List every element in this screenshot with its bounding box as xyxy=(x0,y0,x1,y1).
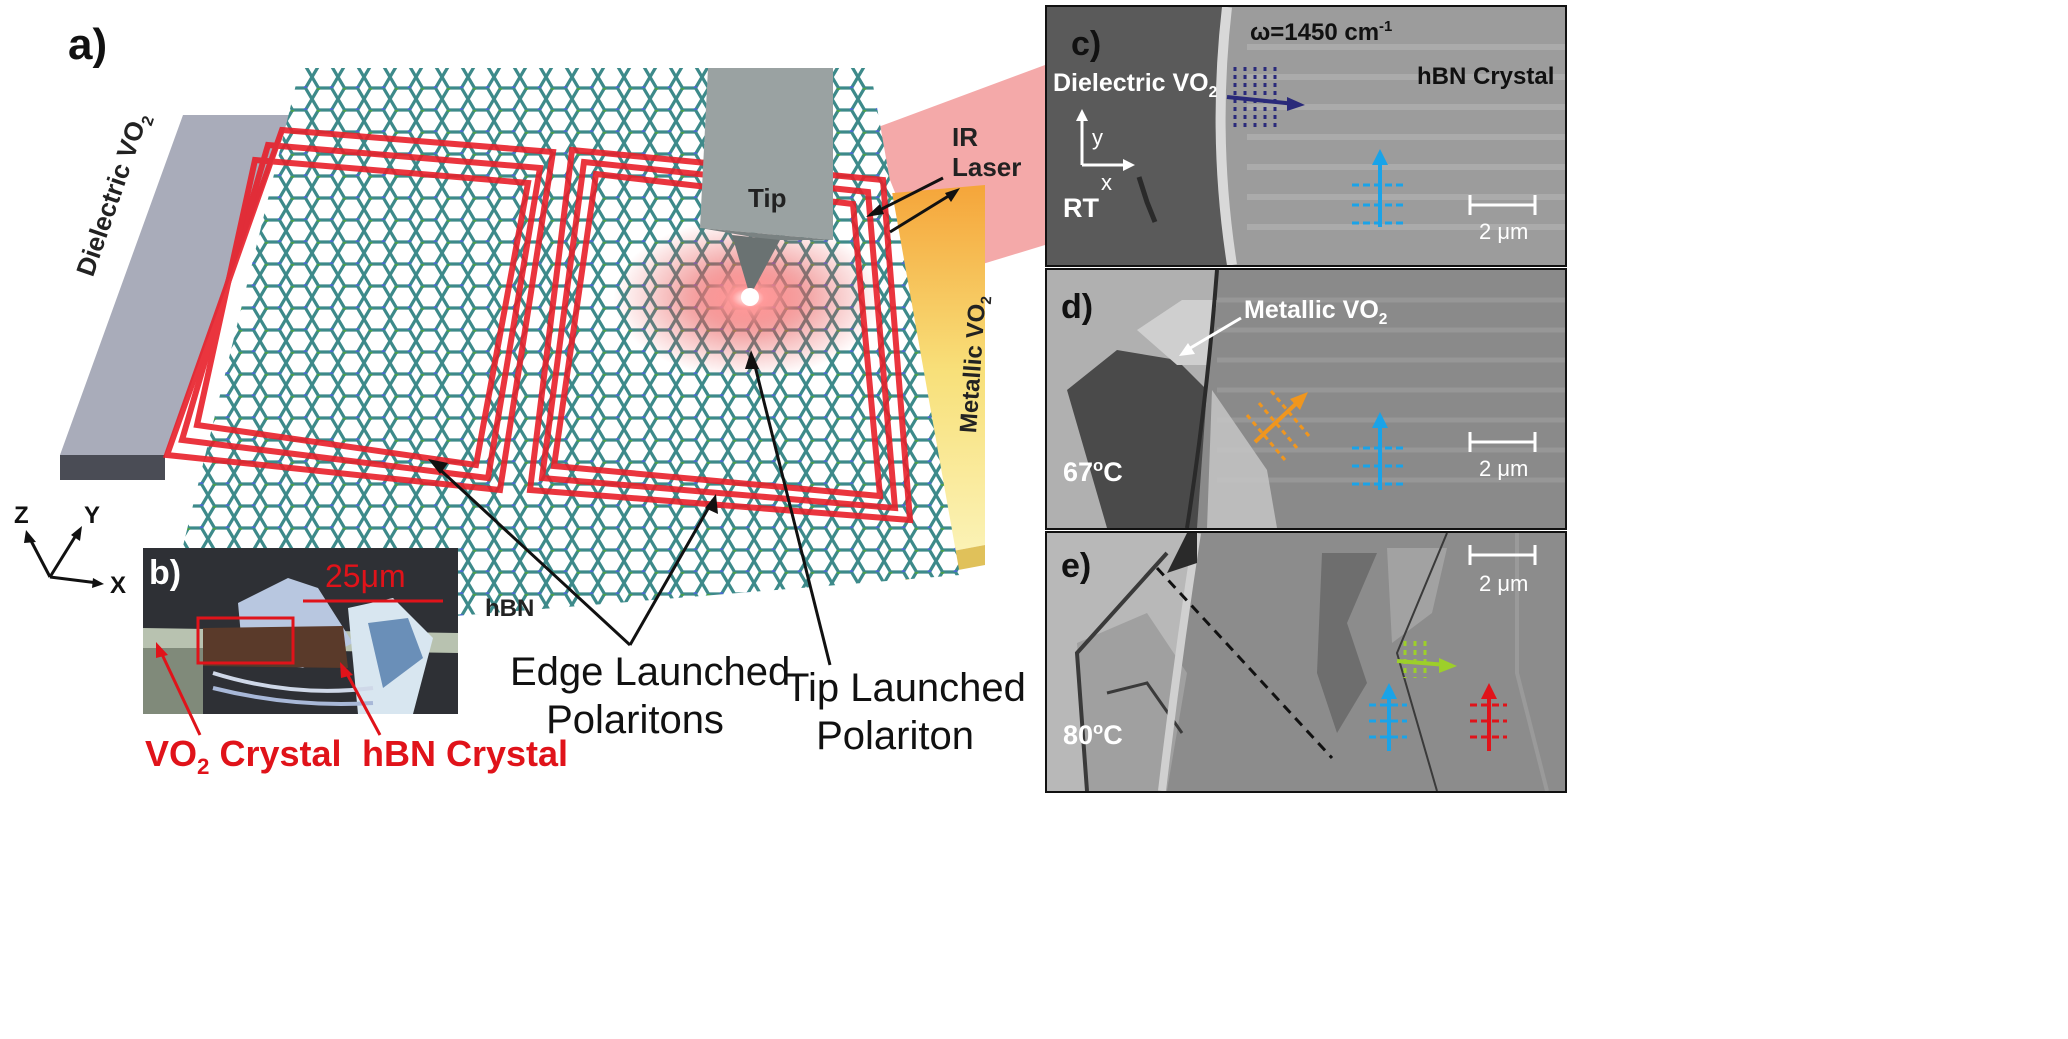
panel-b-image xyxy=(143,548,458,714)
vo2-crystal-sub: 2 xyxy=(197,754,210,780)
ir-label-line2: Laser xyxy=(952,152,1022,182)
dielectric-vo2-c-label: Dielectric VO2 xyxy=(1053,69,1217,102)
tip-label: Tip xyxy=(748,183,787,213)
metallic-vo2-sub: 2 xyxy=(978,295,996,306)
scale-e-label: 2 μm xyxy=(1479,571,1529,596)
panel-b-letter: b) xyxy=(149,554,182,592)
dielectric-vo2-c-sub: 2 xyxy=(1208,84,1218,101)
edge-launched-label: Edge Launched Polaritons xyxy=(510,648,791,744)
axis-y-c-label: y xyxy=(1092,125,1103,150)
tip-launched-line1: Tip Launched xyxy=(785,666,1026,710)
metallic-vo2-d-text: Metallic VO xyxy=(1244,296,1379,324)
panel-a: a) Dielectric VO2 Metallic VO2 Tip IR La… xyxy=(14,20,1045,760)
vo2-crystal-label: VO2 Crystal xyxy=(145,733,342,780)
temp-d-unit: C xyxy=(1103,457,1123,487)
temp-e-value: 80 xyxy=(1063,720,1094,750)
temp-d-label: 67oC xyxy=(1063,456,1123,488)
vo2-crystal-tail: Crystal xyxy=(209,733,342,774)
panel-d-image xyxy=(1047,270,1565,528)
scale-c-label: 2 μm xyxy=(1479,219,1529,244)
omega-label: ω=1450 cm-1 xyxy=(1250,19,1392,47)
edge-launched-line2: Polaritons xyxy=(546,698,724,742)
axis-y-label: Y xyxy=(84,502,101,529)
temp-d-value: 67 xyxy=(1063,457,1094,487)
omega-text: ω=1450 cm xyxy=(1250,19,1380,46)
hbn-crystal-b-label: hBN Crystal xyxy=(362,733,569,774)
axis-x-c-label: x xyxy=(1101,170,1112,195)
panel-c-letter: c) xyxy=(1071,25,1102,63)
panel-b-callouts xyxy=(156,642,382,736)
tip-launched-label: Tip Launched Polariton xyxy=(785,664,1026,760)
temp-e-label: 80oC xyxy=(1063,719,1123,751)
axis-x-label: X xyxy=(110,572,127,599)
hbn-label: hBN xyxy=(485,595,535,622)
scale-d-label: 2 μm xyxy=(1479,456,1529,481)
panel-a-illustration xyxy=(24,65,1045,666)
dielectric-vo2-c-text: Dielectric VO xyxy=(1053,69,1209,97)
panel-e: e) 80oC 2 μm xyxy=(1045,531,1567,793)
metallic-vo2-d-label: Metallic VO2 xyxy=(1244,296,1387,329)
temp-c-label: RT xyxy=(1063,193,1099,223)
edge-launched-line1: Edge Launched xyxy=(510,650,791,694)
temp-e-sup: o xyxy=(1093,719,1104,738)
temp-e-unit: C xyxy=(1103,720,1123,750)
panel-b: b) 25μm xyxy=(143,548,458,714)
panel-a-letter: a) xyxy=(68,20,108,69)
panel-e-image xyxy=(1047,533,1565,791)
vo2-crystal-text: VO xyxy=(145,733,198,774)
hbn-crystal-c-label: hBN Crystal xyxy=(1417,63,1555,90)
panel-b-scale-label: 25μm xyxy=(325,558,406,594)
panel-d: d) Metallic VO2 67oC 2 μm xyxy=(1045,268,1567,530)
panel-c-image xyxy=(1047,7,1565,265)
panel-e-letter: e) xyxy=(1061,547,1092,585)
axis-z-label: Z xyxy=(14,502,29,529)
tip-launched-line2: Polariton xyxy=(816,714,974,758)
ir-label-line1: IR xyxy=(952,122,978,152)
omega-sup: -1 xyxy=(1379,19,1393,35)
temp-d-sup: o xyxy=(1093,456,1104,475)
panel-d-letter: d) xyxy=(1061,288,1094,326)
panel-c: c) ω=1450 cm-1 Dielectric VO2 hBN Crysta… xyxy=(1045,5,1567,267)
metallic-vo2-d-sub: 2 xyxy=(1378,311,1388,328)
